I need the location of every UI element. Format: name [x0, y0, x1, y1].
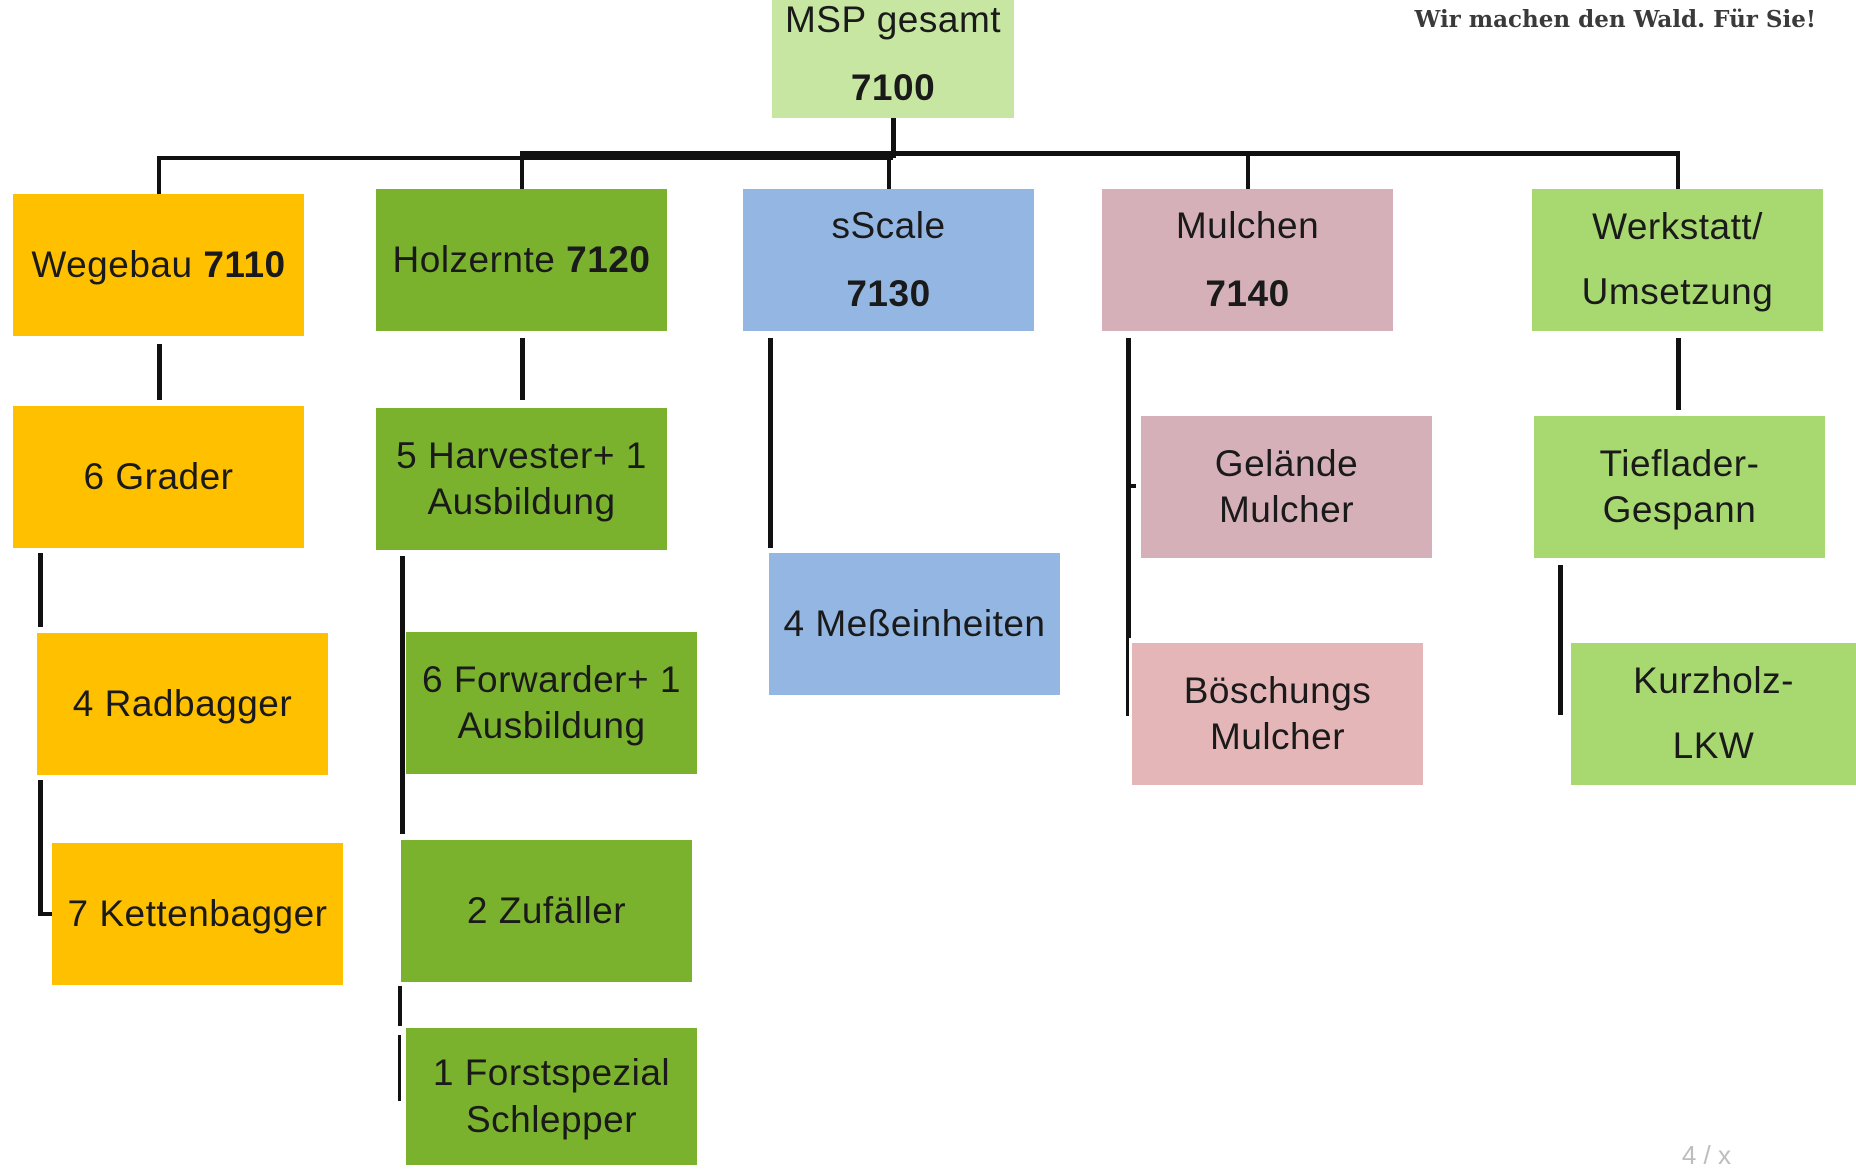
node-kurzholz-lkw: Kurzholz-LKW [1571, 643, 1856, 785]
holzernte-code: 7120 [566, 238, 651, 280]
node-forstspezial: 1 Forstspezial Schlepper [406, 1028, 697, 1165]
root-node: MSP gesamt 7100 [772, 0, 1014, 118]
root-code: 7100 [850, 67, 936, 108]
node-kettenbagger: 7 Kettenbagger [52, 843, 343, 985]
radbagger-label: 4 Radbagger [72, 682, 293, 724]
wegebau-code: 7110 [203, 243, 286, 285]
node-boeschungs-mulcher: Böschungs Mulcher [1132, 643, 1423, 785]
forstspezial-label: 1 Forstspezial Schlepper [432, 1052, 671, 1140]
zufaeller-label: 2 Zufäller [466, 889, 627, 931]
forwarder-label: 6 Forwarder+ 1 Ausbildung [422, 658, 681, 746]
company-logo [1476, 0, 1816, 2]
wegebau-label: Wegebau [31, 243, 193, 285]
node-wegebau: Wegebau 7110 [13, 194, 304, 336]
tieflader-gespann-label: Tieflader-Gespann [1599, 442, 1760, 530]
company-tagline: Wir machen den Wald. Für Sie! [1414, 6, 1816, 33]
messeinheiten-label: 4 Meßeinheiten [783, 602, 1046, 644]
sscale-label: sScale [831, 204, 946, 246]
sscale-code: 7130 [846, 273, 931, 314]
node-tieflader-gespann: Tieflader-Gespann [1534, 416, 1825, 558]
mulchen-label: Mulchen [1175, 204, 1320, 246]
node-sscale: sScale 7130 [743, 189, 1034, 331]
node-holzernte: Holzernte 7120 [376, 189, 667, 331]
kettenbagger-label: 7 Kettenbagger [67, 892, 328, 934]
grader-label: 6 Grader [83, 455, 234, 497]
node-forwarder: 6 Forwarder+ 1 Ausbildung [406, 632, 697, 774]
mulchen-code: 7140 [1205, 273, 1290, 314]
node-messeinheiten: 4 Meßeinheiten [769, 553, 1060, 695]
node-gelaende-mulcher: Gelände Mulcher [1141, 416, 1432, 558]
werkstatt-label: Werkstatt/ Umsetzung [1581, 206, 1774, 312]
root-label: MSP gesamt [784, 0, 1002, 40]
node-zufaeller: 2 Zufäller [401, 840, 692, 982]
page-indicator: 4 / x [1681, 1140, 1731, 1170]
kurzholz-lkw-label: Kurzholz-LKW [1633, 660, 1794, 766]
boeschungs-mulcher-label: Böschungs Mulcher [1183, 669, 1372, 757]
node-mulchen: Mulchen 7140 [1102, 189, 1393, 331]
node-werkstatt: Werkstatt/ Umsetzung [1532, 189, 1823, 331]
node-radbagger: 4 Radbagger [37, 633, 328, 775]
node-harvester: 5 Harvester+ 1 Ausbildung [376, 408, 667, 550]
harvester-label: 5 Harvester+ 1 Ausbildung [396, 434, 647, 522]
holzernte-label: Holzernte [392, 238, 556, 280]
gelaende-mulcher-label: Gelände Mulcher [1214, 442, 1359, 530]
node-grader: 6 Grader [13, 406, 304, 548]
